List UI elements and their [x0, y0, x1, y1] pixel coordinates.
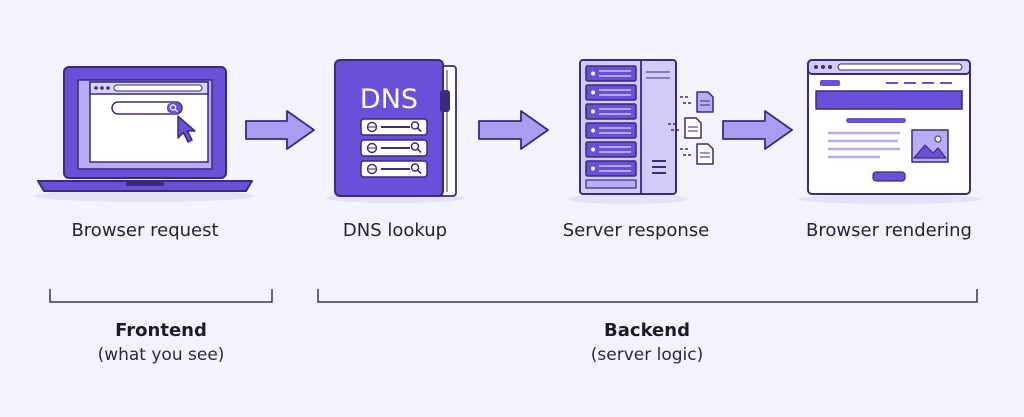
server-slot — [585, 103, 637, 120]
document-icon — [680, 143, 714, 165]
arrow-right-icon — [245, 110, 315, 150]
step-label-browser-rendering: Browser rendering — [806, 220, 972, 241]
webpage-layout-icon — [798, 59, 982, 204]
backend-bracket — [317, 289, 978, 303]
server-slot — [585, 65, 637, 82]
server-rack-icon — [568, 59, 688, 204]
frontend-subtitle: (what you see) — [97, 345, 225, 365]
dns-book-icon: DNS — [325, 59, 465, 203]
server-slot — [585, 160, 637, 177]
dns-entry — [360, 139, 428, 157]
dns-entry — [360, 118, 428, 136]
backend-title: Backend — [604, 320, 690, 341]
dns-entry — [360, 160, 428, 178]
document-icon — [680, 91, 714, 113]
server-slot — [585, 122, 637, 139]
dns-cover-text: DNS — [360, 84, 418, 115]
frontend-title: Frontend — [115, 320, 207, 341]
backend-subtitle: (server logic) — [590, 345, 704, 365]
arrow-right-icon — [478, 110, 549, 150]
laptop-browser-icon — [35, 66, 255, 202]
frontend-bracket — [49, 289, 273, 303]
document-icon — [668, 117, 702, 139]
step-label-dns-lookup: DNS lookup — [342, 220, 448, 241]
arrow-right-icon — [722, 110, 793, 150]
server-slot — [585, 84, 637, 101]
server-slot — [585, 141, 637, 158]
step-label-server-response: Server response — [562, 220, 710, 241]
step-label-browser-request: Browser request — [71, 220, 219, 241]
